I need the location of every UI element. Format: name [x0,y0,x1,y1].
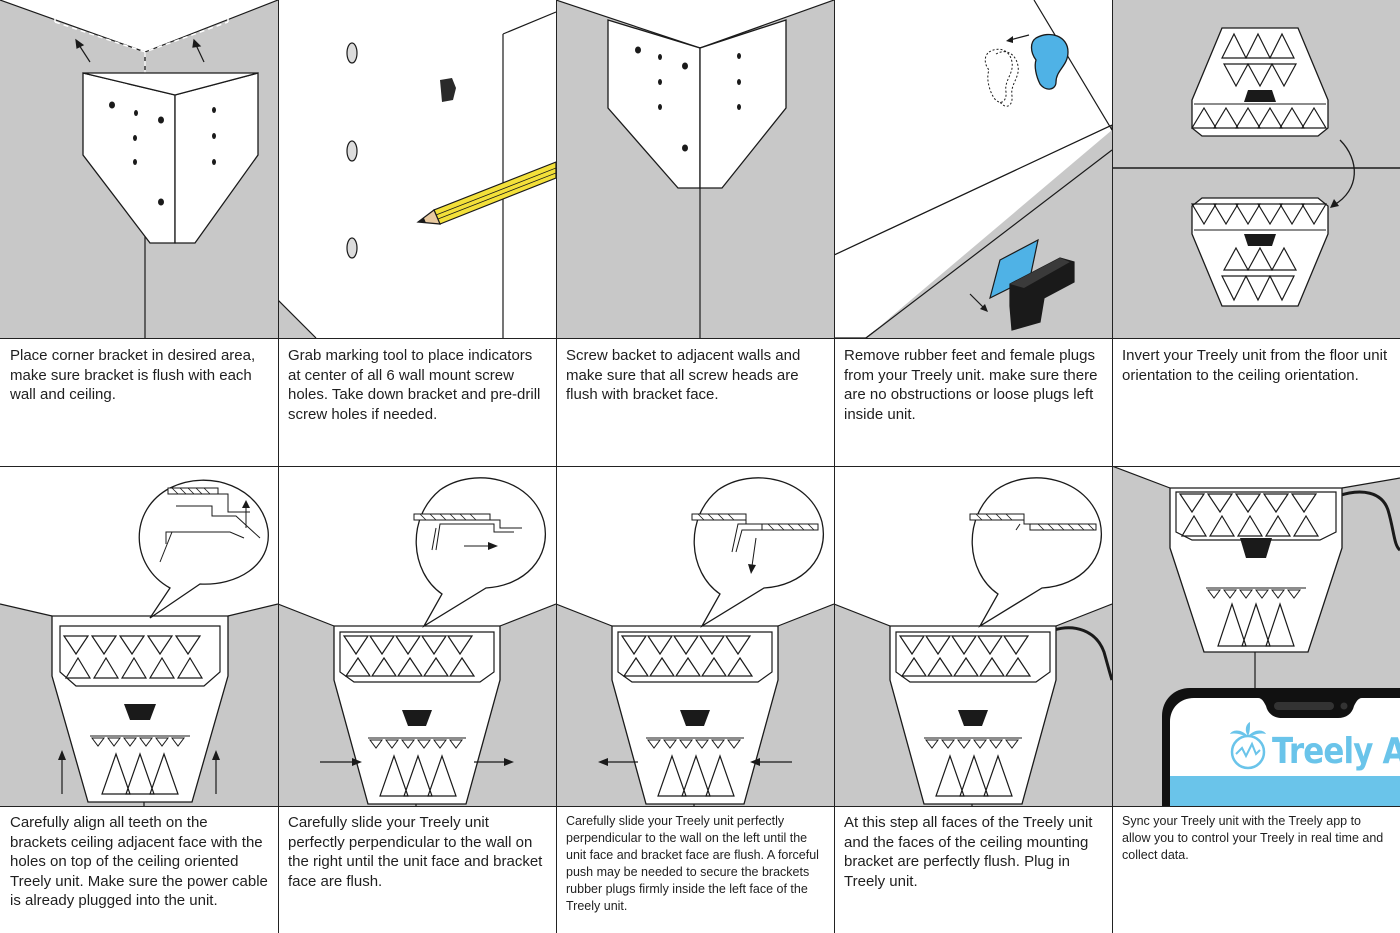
treely-unit [1169,487,1343,653]
column-divider [834,0,835,933]
rubber-foot-icon [984,33,1069,107]
step-9-caption: At this step all faces of the Treely uni… [844,814,1093,890]
column-divider [556,0,557,933]
smartphone [1162,688,1400,806]
female-plug-icon [969,238,1075,331]
step-10-caption: Sync your Treely unit with the Treely ap… [1122,814,1384,862]
app-logo-text: Treely Air [1272,731,1400,772]
column-divider [278,0,279,933]
step-10-illustration: Treely Air [1112,466,1400,806]
rotate-arrow-icon [1330,139,1355,208]
bracket-tooth [440,78,456,102]
step-8-caption: Carefully slide your Treely unit perfect… [566,814,819,913]
detail-callout [691,477,824,628]
step-5-caption: Invert your Treely unit from the floor u… [1122,347,1388,384]
row-divider [0,806,1400,807]
step-6-illustration [0,466,278,806]
treely-unit [889,625,1057,805]
arrow-left-icon [598,758,792,766]
step-1-illustration [0,0,278,338]
step-4-illustration [834,0,1112,338]
palm-tree-logo-icon [1230,722,1266,770]
step-4-caption: Remove rubber feet and female plugs from… [844,347,1098,423]
detail-callout [138,479,269,619]
step-3-illustration [556,0,834,338]
row-divider [0,338,1400,339]
step-3-caption: Screw backet to adjacent walls and make … [566,347,801,403]
step-7-caption: Carefully slide your Treely unit perfect… [288,814,543,890]
treely-unit [51,615,229,803]
step-2-caption: Grab marking tool to place indicators at… [288,347,541,423]
power-cable [1337,490,1400,552]
screw-hole-marks [346,42,358,259]
arrow-right-icon [320,758,514,766]
treely-unit [611,625,779,805]
bracket [607,19,787,189]
step-8-illustration [556,466,834,806]
row-divider [0,466,1400,467]
step-5-illustration [1112,0,1400,338]
step-6-caption: Carefully align all teeth on the bracket… [10,814,268,909]
arrow-up-icon [75,38,205,63]
step-1-caption: Place corner bracket in desired area, ma… [10,347,256,403]
step-9-illustration [834,466,1112,806]
step-2-illustration [278,0,556,338]
treely-unit-ceiling-orientation [1190,197,1329,307]
detail-callout [413,477,546,628]
arrow-up-icon [58,750,220,794]
treely-unit-floor-orientation [1190,27,1329,137]
bracket [82,72,259,244]
step-7-illustration [278,466,556,806]
treely-unit [333,625,501,805]
power-cable [1053,626,1112,681]
column-divider [1112,0,1113,933]
pencil-icon [416,161,556,225]
detail-callout [969,477,1102,628]
